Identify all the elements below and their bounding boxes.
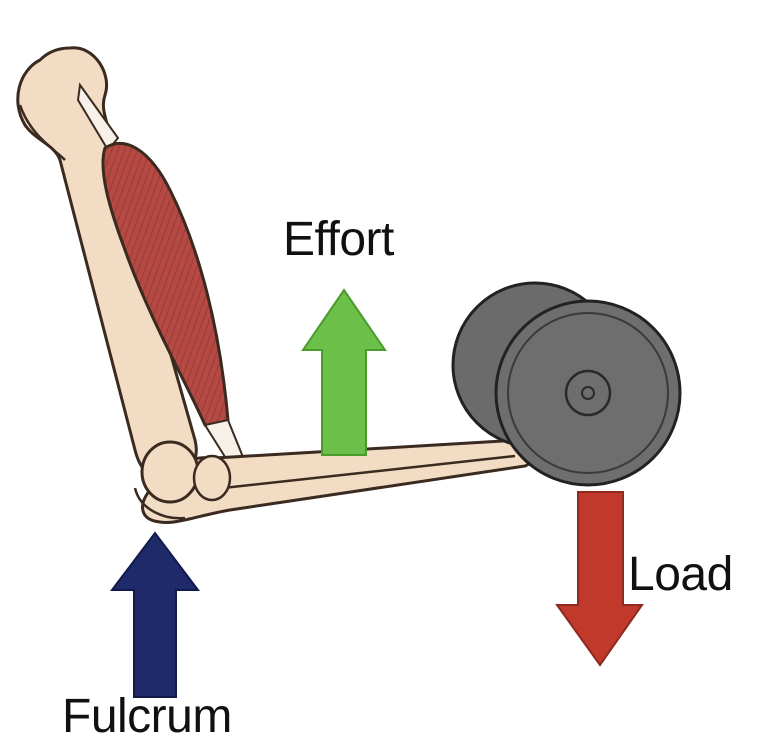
effort-label: Effort: [283, 213, 394, 266]
fulcrum-label: Fulcrum: [62, 690, 232, 743]
fulcrum-arrow: [109, 531, 201, 698]
dumbbell-weight: [451, 281, 682, 487]
load-arrow: [555, 491, 644, 667]
load-label: Load: [628, 548, 733, 601]
effort-arrow: [301, 288, 387, 456]
forearm-bones: [133, 438, 536, 525]
